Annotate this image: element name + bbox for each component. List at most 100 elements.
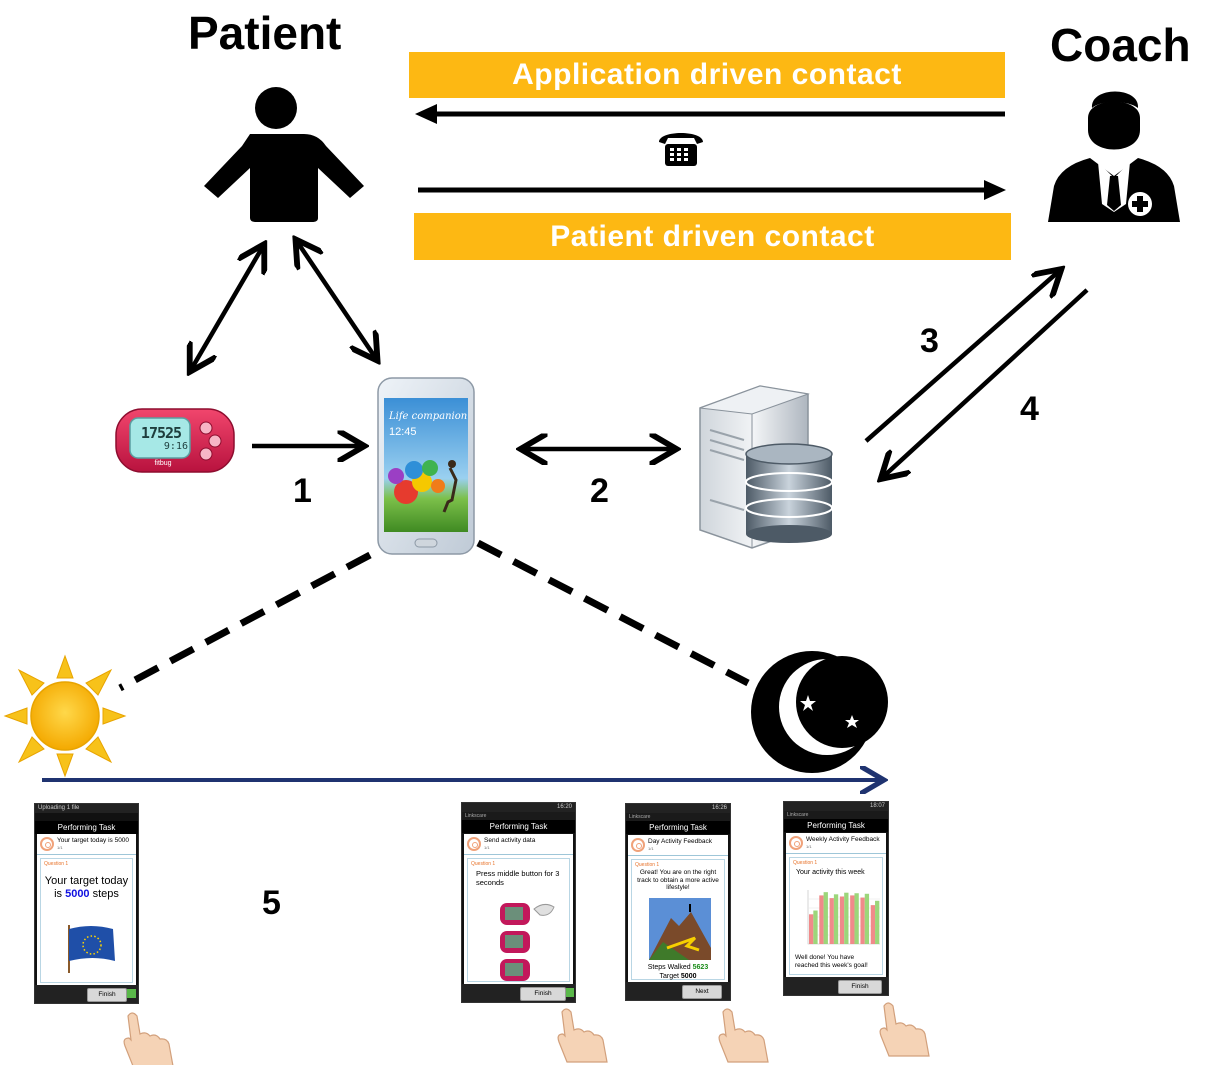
chart-bar-green <box>823 892 828 944</box>
status-bar: 18:07 <box>784 802 888 811</box>
screen-body: Your target today is 5000 1/1 Question 1… <box>37 834 136 985</box>
question-label: Question 1 <box>471 861 496 867</box>
pedometer-brand: fitbug <box>154 460 172 467</box>
finish-button[interactable]: Finish <box>87 988 127 1002</box>
chart-bar-green <box>875 900 880 944</box>
screen-footer: Next <box>626 982 730 1000</box>
patient-pedometer-arrow <box>192 248 262 368</box>
steps-summary: Steps Walked 5623 Target 5000 <box>632 963 724 981</box>
chart-bar-red <box>819 895 824 944</box>
patient-phone-arrow <box>298 243 375 357</box>
task-counter: 1/1 <box>648 846 654 851</box>
screen-daily-target: Uploading 1 file Performing Task Your ta… <box>34 803 139 1004</box>
pointing-hand-icon <box>123 1002 930 1065</box>
sun-icon <box>3 654 127 778</box>
question-card: Question 1 Your target today is 5000 ste… <box>40 858 133 983</box>
steps-walked-value: 5623 <box>692 964 709 971</box>
steps-walked-label: Steps Walked <box>647 964 693 971</box>
chart-bar-red <box>850 895 855 944</box>
screen-title: Performing Task <box>626 821 730 834</box>
target-text: Your target today is 5000 steps <box>41 875 132 901</box>
task-header: Day Activity Feedback 1/1 <box>628 835 728 856</box>
status-bar: Uploading 1 file <box>35 804 138 813</box>
task-header-text: Weekly Activity Feedback <box>806 836 880 843</box>
step-2-label: 2 <box>590 472 609 510</box>
target-text-line2: is 5000 steps <box>54 888 119 900</box>
moon-icon <box>751 651 888 773</box>
phone-moon-dashed-line <box>476 539 750 687</box>
screen-footer: Finish <box>784 977 888 995</box>
task-counter: 1/1 <box>806 844 812 849</box>
coach-label: Coach <box>1050 19 1191 71</box>
task-header-text: Send activity data <box>484 837 536 844</box>
confirm-check-icon <box>127 989 136 998</box>
task-header: Your target today is 5000 1/1 <box>37 834 136 855</box>
screen-body: Day Activity Feedback 1/1 Question 1 Gre… <box>628 835 728 982</box>
target-text-line1: Your target today <box>44 875 129 887</box>
screen-weekly-feedback: 18:07 Linkscare Performing Task Weekly A… <box>783 801 889 996</box>
chart-bar-green <box>864 893 870 944</box>
finish-button[interactable]: Finish <box>838 980 882 994</box>
pedometer-device-icon <box>115 408 235 473</box>
task-header: Weekly Activity Feedback 1/1 <box>786 833 886 854</box>
patient-label: Patient <box>188 7 342 59</box>
feedback-text: Great! You are on the right track to obt… <box>637 869 719 891</box>
person-icon <box>204 87 364 222</box>
app-bar: Linkscare <box>462 812 575 820</box>
step-1-label: 1 <box>293 472 312 510</box>
question-card: Question 1 Great! You are on the right t… <box>631 859 725 980</box>
screen-footer: Finish <box>35 985 138 1003</box>
app-logo-icon <box>40 837 54 851</box>
step-4-label: 4 <box>1020 390 1039 428</box>
target-value: 5000 <box>65 888 90 900</box>
next-button[interactable]: Next <box>682 985 722 999</box>
phone-sun-dashed-line <box>118 551 372 692</box>
instruction-text: Press middle button for 3 seconds <box>476 869 560 887</box>
patient-contact-arrow <box>418 180 1006 200</box>
question-label: Question 1 <box>793 860 818 866</box>
app-logo-icon <box>631 838 645 852</box>
screen-send-activity: 16:20 Linkscare Performing Task Send act… <box>461 802 576 1003</box>
task-header: Send activity data 1/1 <box>464 834 573 855</box>
weekly-activity-chart <box>807 890 880 945</box>
pedometer-sequence-icon <box>500 903 555 981</box>
smartphone-icon <box>377 377 475 555</box>
application-contact-arrow <box>415 104 1005 124</box>
finish-button[interactable]: Finish <box>520 987 566 1001</box>
chart-bar-green <box>854 893 859 944</box>
status-bar: 16:20 <box>462 803 575 812</box>
question-label: Question 1 <box>635 862 660 868</box>
target-label: Target <box>659 973 681 980</box>
chart-bar-green <box>813 910 818 944</box>
question-card: Question 1 Press middle button for 3 sec… <box>467 858 570 982</box>
task-counter: 1/1 <box>484 845 490 850</box>
step-5-label: 5 <box>262 884 281 922</box>
app-logo-icon <box>789 836 803 850</box>
chart-bar-green <box>844 892 849 944</box>
server-database-icon <box>699 385 833 549</box>
app-logo-icon <box>467 837 481 851</box>
weekly-feedback-text: Well done! You have reached this week's … <box>795 954 868 969</box>
target-value: 5000 <box>680 973 697 980</box>
screen-title: Performing Task <box>35 821 138 834</box>
screen-footer: Finish <box>462 984 575 1002</box>
chart-bar-red <box>860 897 865 944</box>
smartphone-time: 12:45 <box>389 426 417 438</box>
status-bar: 16:26 <box>626 804 730 813</box>
telephone-icon <box>659 133 703 166</box>
doctor-icon <box>1048 91 1180 222</box>
coach-server-arrow <box>884 288 1089 476</box>
screen-body: Send activity data 1/1 Question 1 Press … <box>464 834 573 984</box>
screen-title: Performing Task <box>784 819 888 832</box>
task-counter: 1/1 <box>57 845 63 850</box>
chart-bar-red <box>870 905 876 944</box>
patient-contact-banner: Patient driven contact <box>414 213 1011 260</box>
smartphone-title: Life companion <box>389 411 468 422</box>
eu-flag-icon <box>68 925 115 973</box>
application-contact-banner: Application driven contact <box>409 52 1005 98</box>
app-bar: Linkscare <box>626 813 730 821</box>
chart-bar-red <box>839 896 845 944</box>
task-header-text: Your target today is 5000 <box>57 837 130 844</box>
